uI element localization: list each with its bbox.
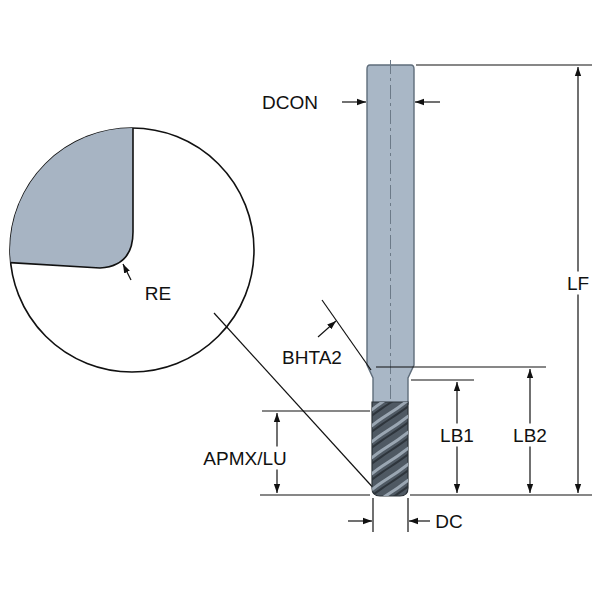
bhta2-arrow <box>318 321 336 337</box>
flute-edge <box>366 396 414 430</box>
flute-edge <box>366 412 414 446</box>
corner-radius-profile <box>0 100 133 268</box>
extension-line <box>416 64 592 65</box>
extension-line <box>376 366 546 367</box>
extension-line <box>262 410 370 411</box>
centerline <box>390 60 391 400</box>
dimension-label: LB1 <box>437 424 477 447</box>
flute-edge <box>366 428 414 462</box>
flute-helices <box>366 380 414 516</box>
end-mill <box>366 60 414 516</box>
dimension-label: DC <box>432 510 465 533</box>
extension-line <box>372 498 373 532</box>
dc-arrow <box>348 520 372 521</box>
corner-detail <box>0 100 377 492</box>
extension-line <box>260 494 370 495</box>
re-leader <box>123 264 131 280</box>
flute-edge <box>366 380 414 414</box>
dcon-arrow <box>342 101 366 102</box>
dc-arrow <box>409 520 430 521</box>
dimension-label: RE <box>142 282 174 305</box>
flute-edge <box>366 460 414 494</box>
extension-line <box>411 379 474 380</box>
extension-line <box>410 494 592 495</box>
dimension-label: LB2 <box>510 424 550 447</box>
dcon-arrow <box>415 101 440 102</box>
dimension-lines <box>260 65 592 532</box>
flute-edge <box>366 444 414 478</box>
dimension-label: BHTA2 <box>279 346 345 369</box>
dimension-label: LF <box>564 272 592 295</box>
extension-line <box>407 498 408 532</box>
dimension-label: APMX/LU <box>200 447 289 470</box>
dimension-label: DCON <box>259 91 321 114</box>
